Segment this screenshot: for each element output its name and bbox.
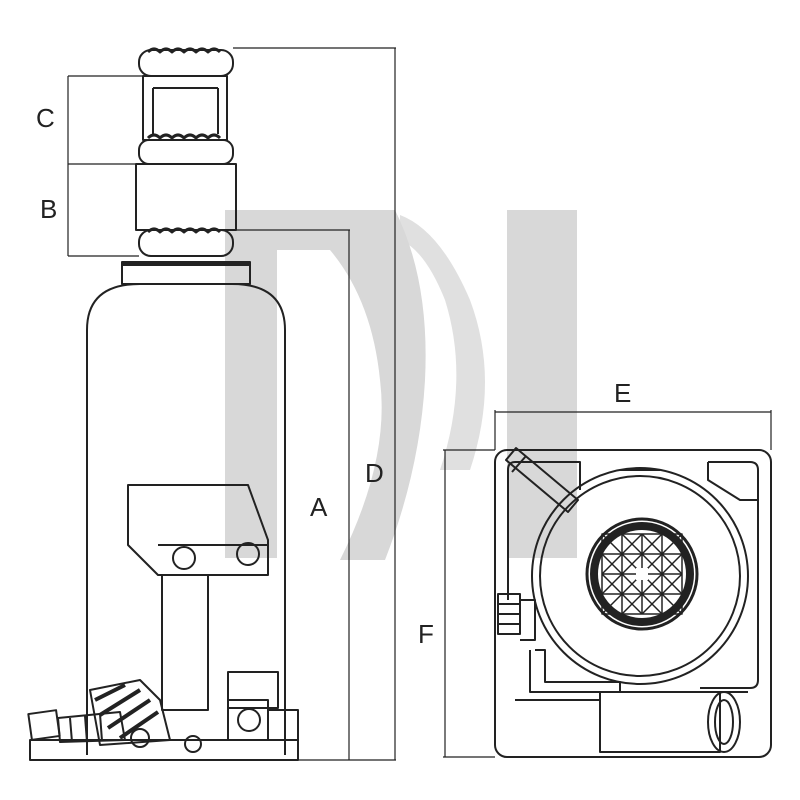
handle-socket: [505, 447, 579, 513]
release-screw: [89, 679, 171, 746]
extension-screw: [142, 75, 228, 141]
watermark-logo: [225, 210, 577, 560]
pump-socket: [127, 484, 269, 576]
base-outline: [494, 449, 772, 758]
dim-label-f: F: [418, 619, 434, 649]
jack-side-view: [27, 47, 299, 761]
ram: [135, 163, 237, 231]
cylinder-top: [531, 467, 749, 685]
dim-label-a: A: [310, 492, 328, 522]
pump-piston: [599, 691, 721, 753]
dim-label-b: B: [40, 194, 57, 224]
saddle-cap: [138, 49, 234, 77]
dim-label-e: E: [614, 378, 631, 408]
dim-label-c: C: [36, 103, 55, 133]
ram-nut: [138, 229, 234, 257]
screw-collar: [138, 139, 234, 165]
release-valve-block: [227, 671, 279, 709]
dim-label-d: D: [365, 458, 384, 488]
cylinder-body: [86, 283, 286, 755]
dimension-lines-side: [67, 47, 396, 761]
ram-face: [585, 517, 699, 631]
pump-cylinder: [161, 574, 209, 711]
jack-top-view: [494, 447, 772, 758]
dimension-labels: C B A D E F: [36, 103, 631, 649]
dimension-lines-top: [443, 410, 772, 758]
base-plate: [29, 739, 299, 761]
